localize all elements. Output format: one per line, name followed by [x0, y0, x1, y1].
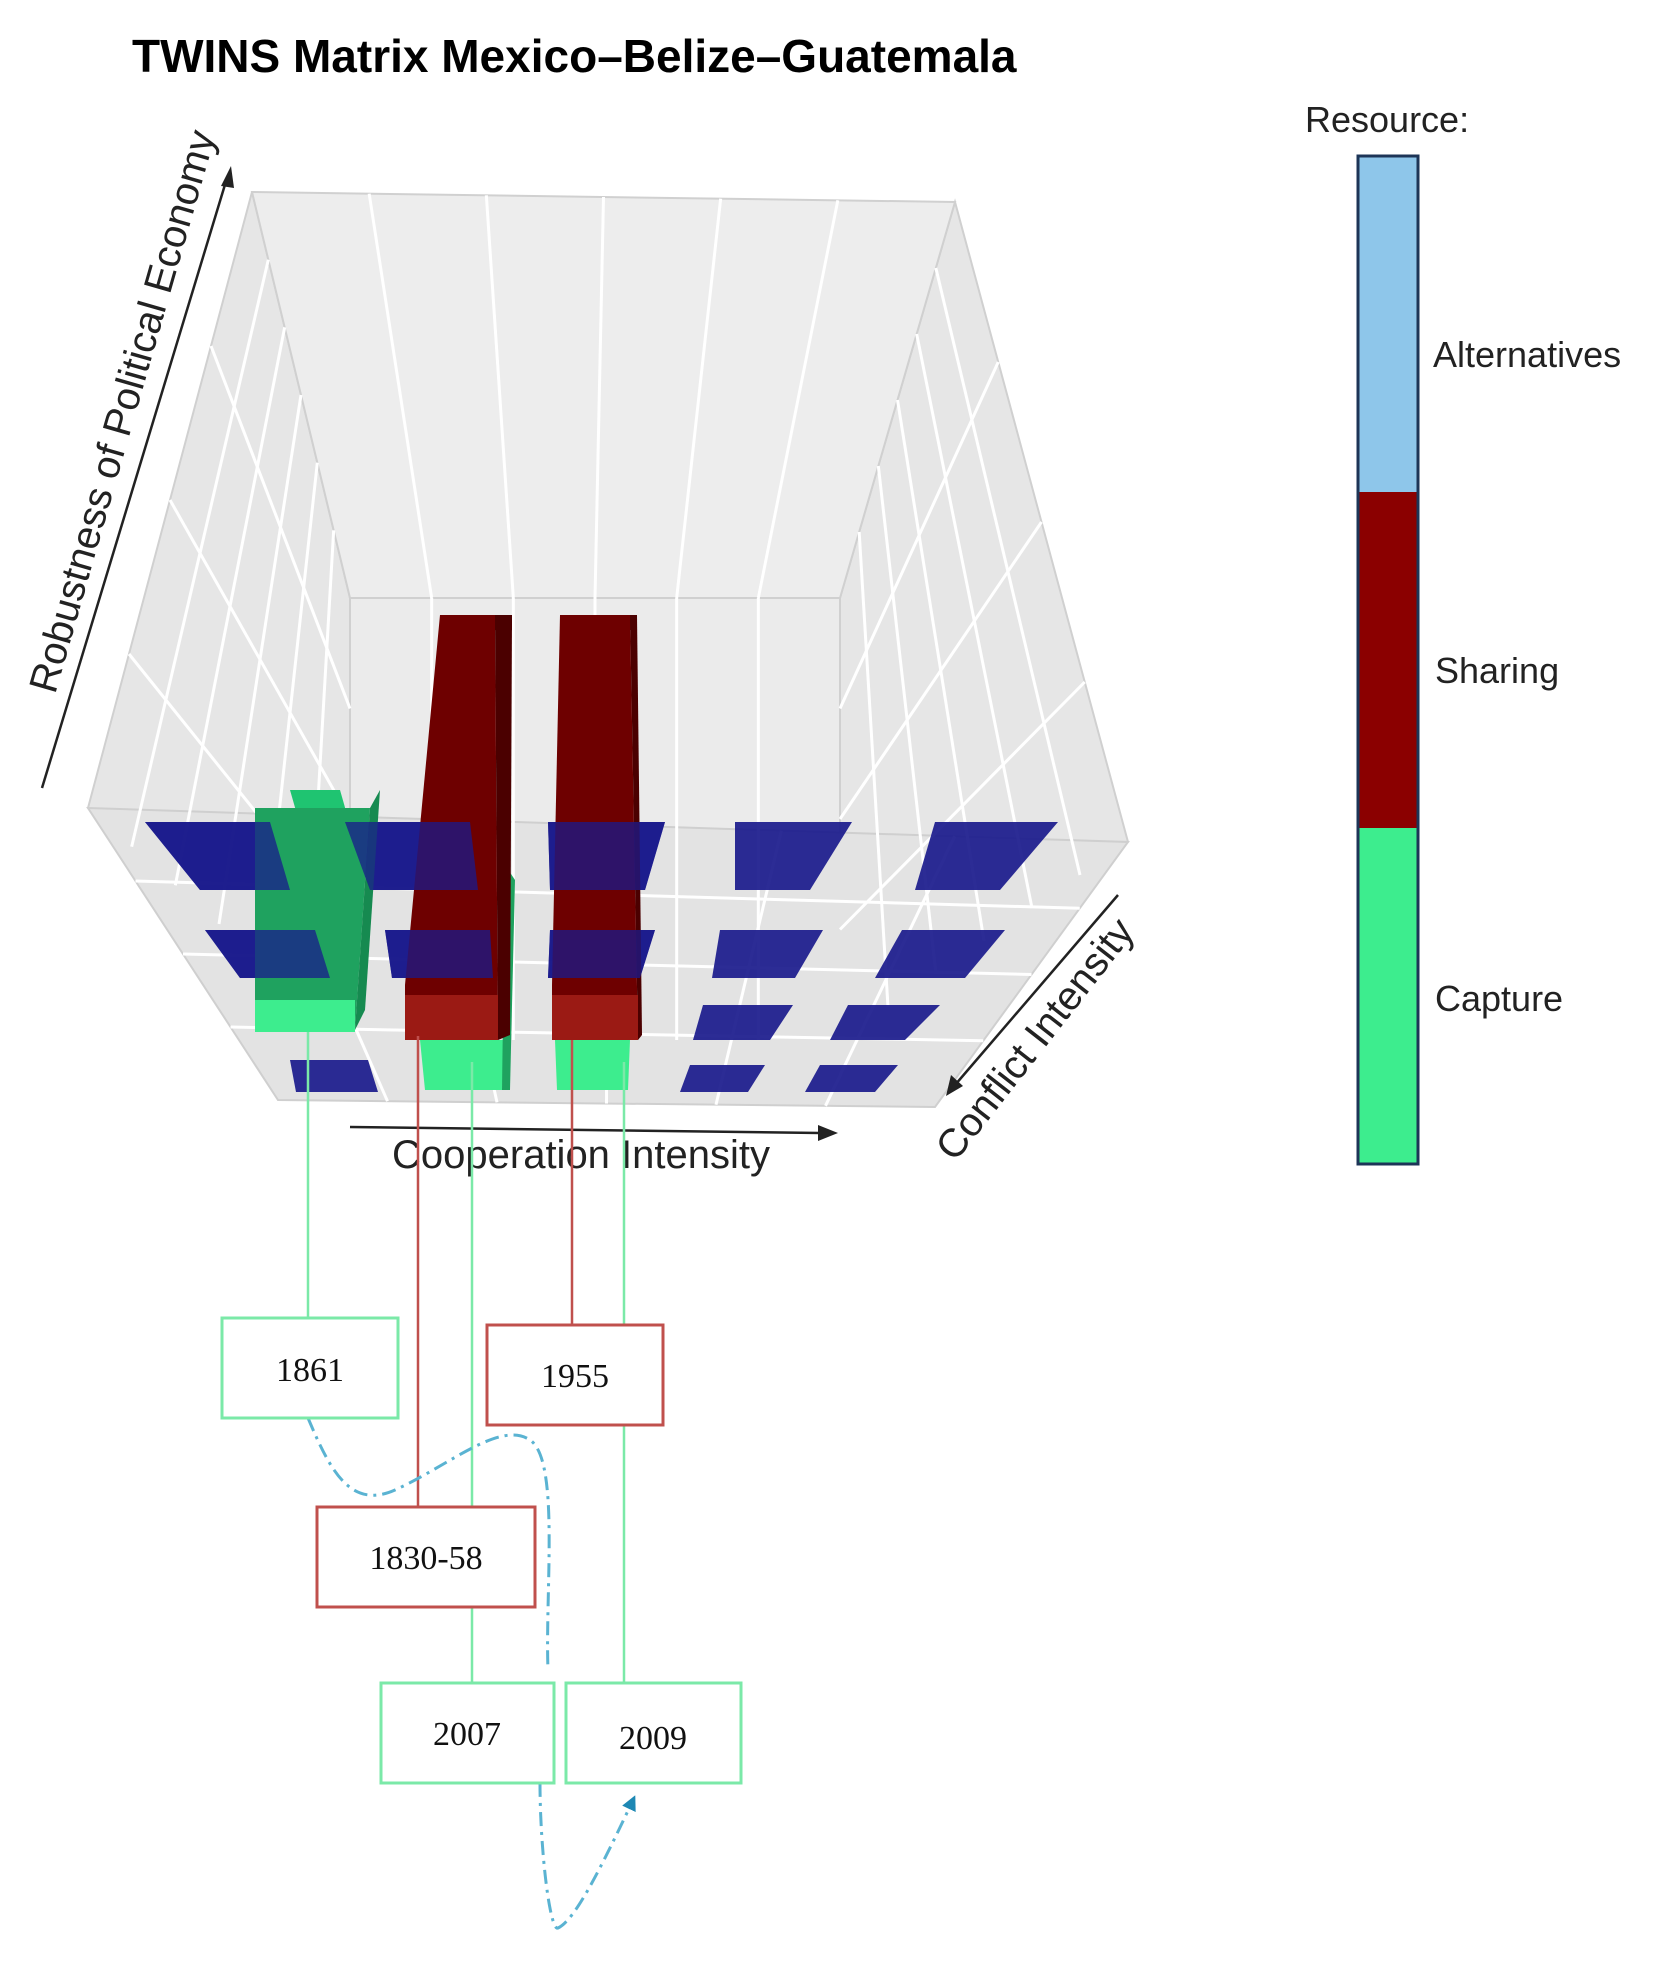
floor-tile [712, 930, 823, 978]
grid-line-top [593, 196, 605, 599]
floor-tile-overlay [145, 822, 290, 890]
year-box-1861 [220, 1316, 400, 1420]
year-label-2009: 2009 [619, 1720, 687, 1757]
floor-tile [830, 1005, 940, 1040]
year-box-1830-58 [315, 1505, 537, 1609]
legend-color-bar-outline [1356, 154, 1420, 1166]
capture-bar-base [255, 1000, 355, 1032]
floor-tile-overlay [205, 930, 330, 978]
floor-tile [805, 1065, 898, 1092]
legend-label-alternatives: Alternatives [1433, 334, 1621, 375]
grid-line-right-h [838, 521, 1043, 820]
horizontal-axis-arrow [349, 1125, 821, 1135]
grid-line-top [484, 195, 515, 599]
legend-label-capture: Capture [1435, 978, 1563, 1019]
sharing-bar-1-base [405, 995, 498, 1040]
legend-swatch-sharing [1358, 492, 1418, 828]
year-boxes: 1861 1955 1830-58 2007 2009 [220, 1316, 743, 1785]
vertical-axis-arrow [40, 177, 229, 789]
bars [145, 615, 665, 1090]
grid-line-right-h [838, 680, 1086, 931]
year-label-2007: 2007 [433, 1716, 501, 1753]
grid-line-right-h [838, 361, 1000, 710]
floor-tile-overlay [548, 930, 655, 978]
year-box-2007 [379, 1681, 556, 1785]
floor-tile-overlay [548, 822, 665, 890]
floor-tile [735, 822, 852, 890]
trajectory-2007-to-2009 [538, 1782, 636, 1930]
grid-line-left-h [168, 499, 352, 820]
year-label-1830-58: 1830-58 [369, 1540, 482, 1577]
vertical-axis-arrowhead [221, 166, 234, 188]
grid-line-top [756, 200, 840, 599]
year-box-2009 [564, 1681, 743, 1785]
floor-tile [680, 1065, 765, 1092]
grid-line-top [675, 198, 723, 599]
floor-tile [875, 930, 1005, 978]
grid-line-top [367, 193, 434, 599]
capture-bar-small-1 [420, 1040, 505, 1090]
horizontal-axis-arrowhead [818, 1125, 838, 1141]
sharing-bar-1-side [495, 615, 512, 1040]
floor-tile [915, 822, 1058, 890]
capture-bar-small-2 [555, 1040, 630, 1090]
legend-title: Resource: [1305, 99, 1469, 140]
trajectory-1861-to-2007 [306, 1417, 551, 1671]
floor-tile [290, 1060, 378, 1092]
depth-axis-arrowhead [946, 1075, 963, 1096]
axis-label-horizontal: Cooperation Intensity [392, 1133, 770, 1177]
floor-tile-overlay [385, 930, 493, 978]
legend-swatch-alternatives [1358, 156, 1418, 492]
year-label-1861: 1861 [276, 1352, 344, 1389]
grid-line-left-h [209, 345, 352, 710]
chart-title: TWINS Matrix Mexico–Belize–Guatemala [132, 30, 1017, 82]
legend-swatch-capture [1358, 828, 1418, 1164]
legend-label-sharing: Sharing [1435, 650, 1559, 691]
legend: Resource: Alternatives Sharing Capture [1305, 99, 1621, 1166]
floor-tile [693, 1005, 793, 1040]
sharing-bar-2-base [552, 995, 638, 1040]
year-label-1955: 1955 [541, 1358, 609, 1395]
depth-axis-arrow [954, 894, 1119, 1086]
year-box-1955 [485, 1323, 665, 1427]
floor-tile-overlay [345, 822, 478, 890]
